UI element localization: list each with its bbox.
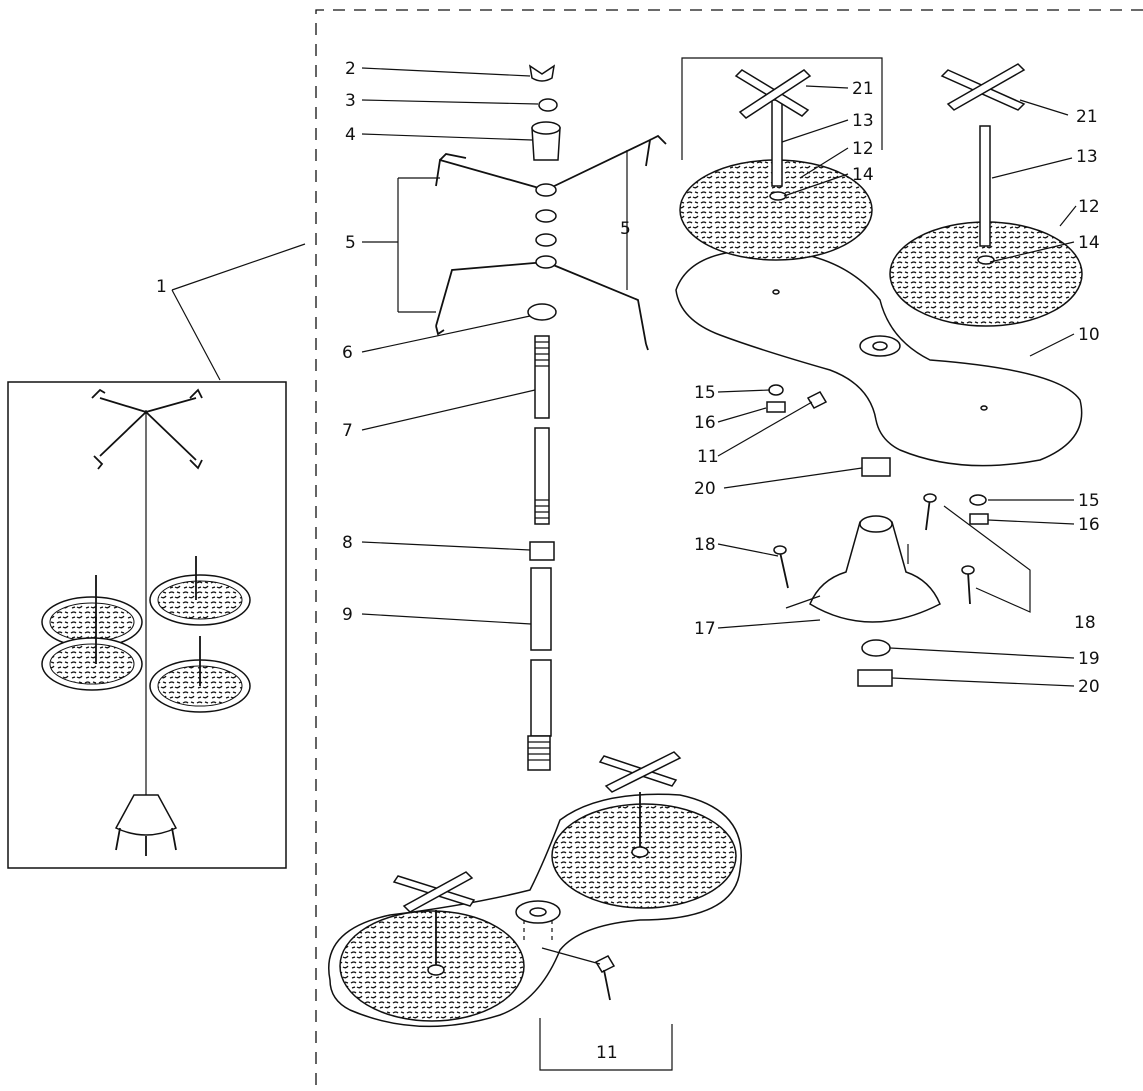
callout-6: 6: [342, 343, 353, 363]
leader-lines: [171, 67, 1077, 687]
lower-base-assembly: [328, 751, 742, 1071]
lock-washer: [538, 98, 558, 112]
callout-12-right: 12: [1078, 197, 1100, 217]
callout-7: 7: [342, 421, 353, 441]
callout-16-left: 16: [694, 413, 716, 433]
callout-2: 2: [345, 59, 356, 79]
callout-11-upper: 11: [697, 447, 719, 467]
inset-assembled-stand: [7, 381, 287, 869]
callout-10: 10: [1078, 325, 1100, 345]
cone-base: [809, 516, 941, 623]
central-column: [435, 64, 667, 771]
callout-4: 4: [345, 125, 356, 145]
flat-washer: [527, 303, 557, 321]
callout-12-left: 12: [852, 139, 874, 159]
coupling-nut: [529, 541, 555, 561]
callout-18-left: 18: [694, 535, 716, 555]
tube: [530, 567, 552, 651]
callout-21-right: 21: [1076, 107, 1098, 127]
callout-20-upper: 20: [694, 479, 716, 499]
callout-5-right: 5: [620, 219, 631, 239]
callout-9: 9: [342, 605, 353, 625]
callout-labels: 1 2 3 4 5 5 6 7 8 9 10 11 11 12 12 13 13…: [156, 59, 1100, 1063]
callout-19: 19: [1078, 649, 1100, 669]
callout-14-left: 14: [852, 165, 874, 185]
callout-8: 8: [342, 533, 353, 553]
callout-11-lower: 11: [596, 1043, 618, 1063]
exploded-view-boundary: [315, 9, 1143, 1085]
callout-20-lower: 20: [1078, 677, 1100, 697]
callout-21-left: 21: [852, 79, 874, 99]
upper-base-plate: [675, 249, 1083, 467]
callout-15-right: 15: [1078, 491, 1100, 511]
wing-nut: [528, 64, 556, 82]
callout-16-right: 16: [1078, 515, 1100, 535]
callout-18-right: 18: [1074, 613, 1096, 633]
callout-1: 1: [156, 277, 167, 297]
callout-5-left: 5: [345, 233, 356, 253]
callout-17: 17: [694, 619, 716, 639]
callout-15-left: 15: [694, 383, 716, 403]
right-assembly: [675, 57, 1083, 687]
callout-13-left: 13: [852, 111, 874, 131]
callout-3: 3: [345, 91, 356, 111]
callout-14-right: 14: [1078, 233, 1100, 253]
callout-13-right: 13: [1076, 147, 1098, 167]
wire-arms: [435, 134, 667, 351]
upper-rod: [534, 335, 550, 419]
